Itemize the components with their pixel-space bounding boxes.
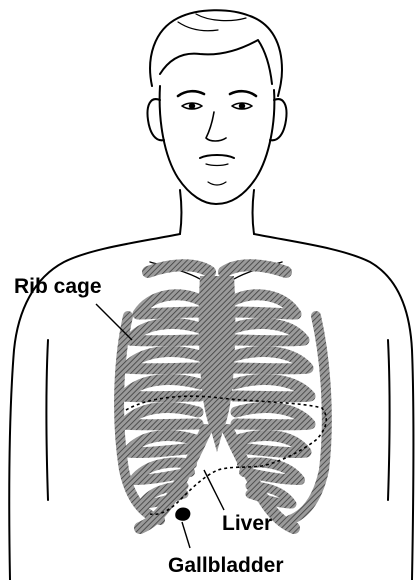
rib-cage-label: Rib cage	[14, 275, 102, 298]
gallbladder-label: Gallbladder	[168, 554, 284, 577]
head	[148, 10, 287, 204]
right-clavicle	[224, 265, 286, 272]
liver-label: Liver	[222, 512, 272, 535]
liver-leader	[204, 470, 224, 510]
gallbladder	[175, 507, 190, 520]
sternum	[199, 276, 236, 434]
mouth	[200, 155, 234, 158]
hair	[150, 10, 282, 96]
nose	[206, 112, 226, 141]
gallbladder-leader	[182, 522, 190, 548]
left-clavicle	[148, 265, 210, 272]
face-outline	[160, 86, 275, 204]
